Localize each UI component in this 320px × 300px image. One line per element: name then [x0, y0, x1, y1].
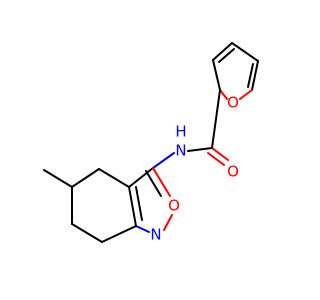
furan-bond-c4-c5 — [231, 42, 259, 62]
furan-bond-c2-c3 — [212, 59, 221, 91]
furan-bond-c5-c6-double — [247, 63, 254, 88]
furan-ring — [211, 42, 259, 149]
cyclohexene-bond-c6-c7 — [71, 223, 103, 243]
isoxazole-bond-o-c3 — [152, 167, 171, 197]
isoxazole-bond-c3-c3a — [128, 167, 154, 188]
furan-oxygen-label: O — [227, 94, 239, 112]
amide-nitrogen-label: N — [175, 142, 186, 160]
carbonyl-double-bond-a — [211, 147, 229, 161]
carbonyl-c-n-bond — [187, 147, 213, 152]
furan-bond-o-c2 — [219, 89, 228, 100]
molecule-structure: O O N H O N — [43, 42, 259, 244]
isoxazole-ring — [128, 167, 173, 233]
furan-bond-c3-c4-double — [218, 48, 235, 63]
isoxazole-bond-c3-double — [145, 170, 162, 197]
furan-to-carbonyl-bond — [211, 89, 221, 149]
cyclohexene-bond-c7-c7a — [101, 225, 137, 243]
amide-hydrogen-label: H — [175, 123, 186, 141]
carbonyl-double-bond-b — [207, 152, 225, 166]
isoxazole-oxygen-label: O — [168, 197, 180, 215]
carbonyl-oxygen-label: O — [227, 163, 239, 181]
isoxazole-bond-c3a-c7a — [128, 186, 137, 227]
furan-bond-c5-c6 — [251, 60, 259, 91]
isoxazole-bond-n-o — [163, 214, 173, 231]
molecule-diagram: O O N H O N — [43, 42, 259, 244]
cyclohexene-ring — [43, 168, 137, 243]
isoxazole-bond-c3a-c7a-double — [135, 186, 143, 221]
furan-bond-c3-c4 — [212, 42, 233, 61]
isoxazole-bond-c7a-n — [135, 225, 150, 233]
amide-group — [152, 147, 229, 169]
amide-n-bond — [152, 152, 175, 169]
cyclohexene-bond-c4-c5 — [71, 168, 100, 188]
cyclohexene-bond-c3a-c4 — [98, 168, 130, 188]
methyl-bond — [43, 169, 73, 188]
furan-bond-c6-o — [239, 89, 253, 100]
isoxazole-nitrogen-label: N — [150, 226, 161, 244]
